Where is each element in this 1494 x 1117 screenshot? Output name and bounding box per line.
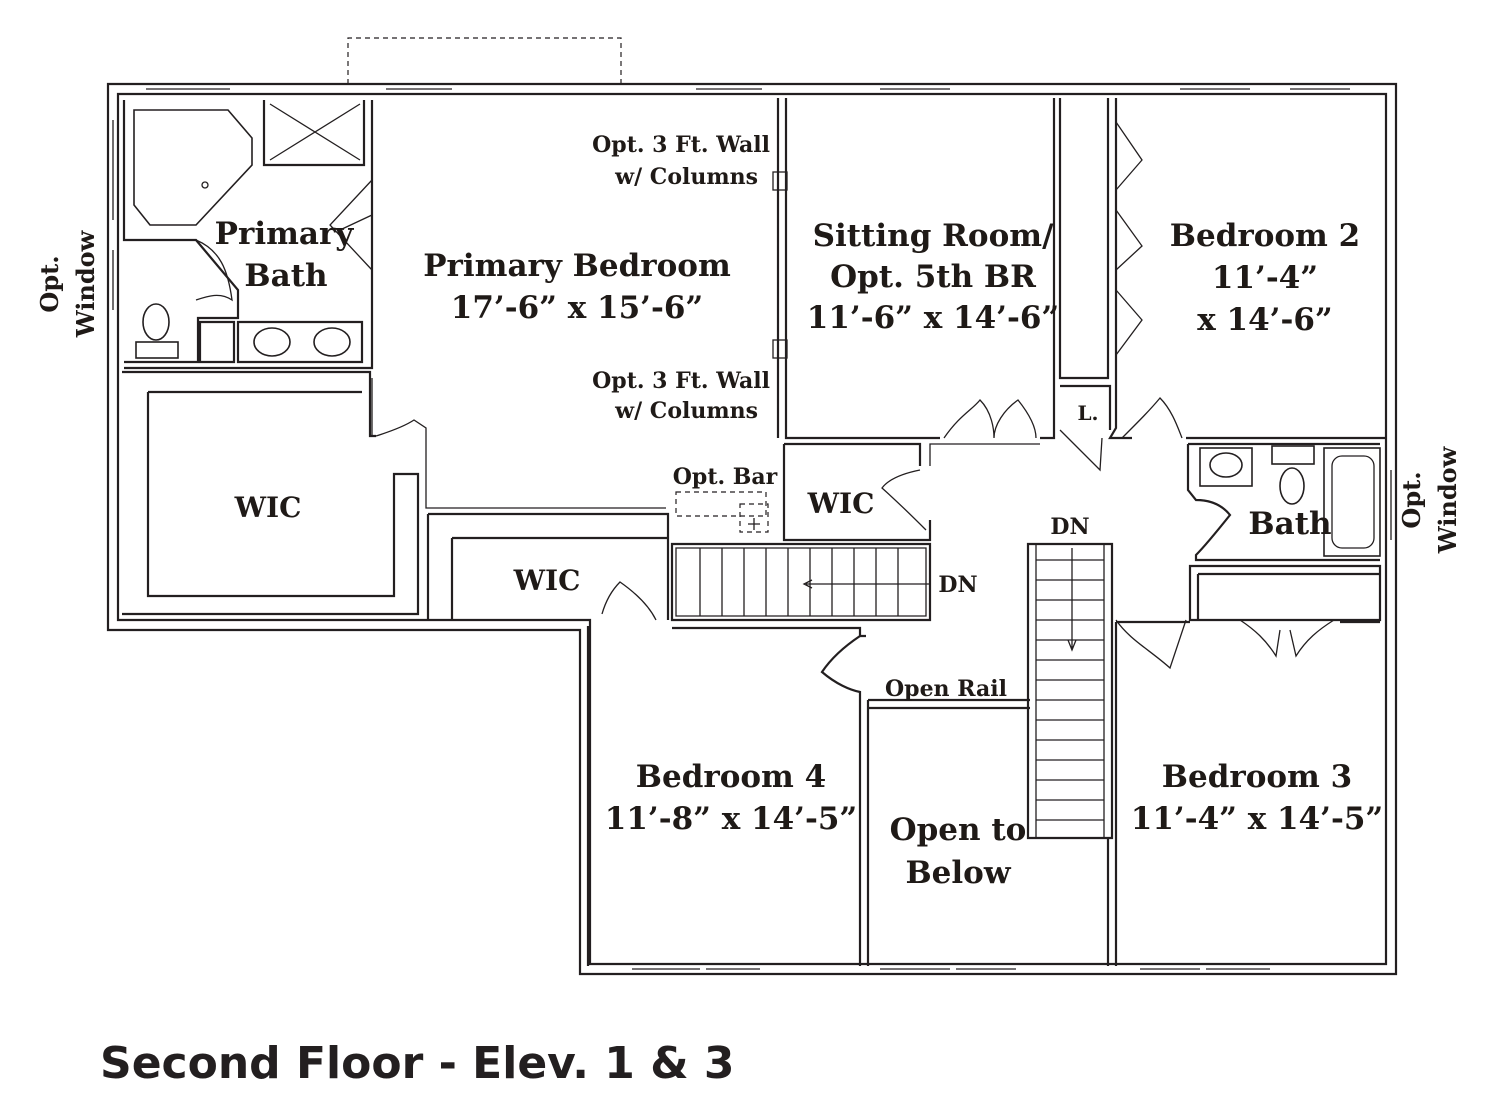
- opt-window-right-2: Window: [1433, 445, 1462, 554]
- toilet-icon: [142, 303, 170, 341]
- corner-tub: [133, 109, 253, 226]
- opt-wall-top-2: w/ Columns: [614, 164, 758, 190]
- bedroom2-label: Bedroom 2: [1170, 218, 1360, 254]
- optional-bumpout-outline: [347, 37, 622, 84]
- hall-wic-walls: [782, 442, 1040, 542]
- bath-label: Bath: [1248, 506, 1331, 542]
- opt-wall-top-1: Opt. 3 Ft. Wall: [592, 132, 770, 158]
- primary-bath-walls: [122, 100, 374, 370]
- opt-wall-bottom-2: w/ Columns: [614, 398, 758, 424]
- primary-wic-walls: [122, 370, 666, 616]
- primary-bedroom-size: 17’-6” x 15’-6”: [451, 290, 703, 326]
- opt-window-left-2: Window: [71, 229, 100, 338]
- opt-window-left-1: Opt.: [35, 255, 64, 312]
- hall-bath: [1186, 442, 1381, 562]
- floor-title: Second Floor - Elev. 1 & 3: [100, 1038, 735, 1089]
- bedroom3-label: Bedroom 3: [1162, 759, 1352, 795]
- wic-middle-label: WIC: [513, 564, 581, 597]
- bedroom2-size-1: 11’-4”: [1212, 260, 1318, 296]
- bedroom3-size: 11’-4” x 14’-5”: [1131, 801, 1383, 837]
- primary-bedroom-label: Primary Bedroom: [423, 248, 731, 284]
- sitting-room-size: 11’-6” x 14’-6”: [807, 300, 1059, 336]
- stairs-left: [670, 542, 932, 638]
- tub-drain: [201, 181, 209, 189]
- sitting-room-label-1: Sitting Room/: [813, 218, 1055, 254]
- open-to-below-label-2: Below: [905, 855, 1011, 891]
- toilet-tank: [135, 341, 179, 359]
- exterior-walls: [106, 82, 1398, 976]
- linen-label: L.: [1077, 401, 1098, 425]
- stairs-right: [1026, 542, 1114, 840]
- open-to-below-label-1: Open to: [890, 812, 1027, 848]
- optional-bar: [675, 491, 769, 533]
- wic-primary-label: WIC: [234, 491, 302, 524]
- sink-right-icon: [313, 327, 351, 357]
- dn-right-label: DN: [1050, 514, 1089, 540]
- bedroom2-size-2: x 14’-6”: [1197, 302, 1332, 338]
- bedroom4-label: Bedroom 4: [636, 759, 826, 795]
- center-walls: [772, 98, 1056, 440]
- hall-closet: [1115, 564, 1382, 670]
- middle-wic-walls: [426, 512, 670, 621]
- primary-bath-label-1: Primary: [215, 216, 355, 252]
- wic-hall-label: WIC: [807, 487, 875, 520]
- lower-room-walls: [586, 620, 1380, 966]
- sitting-room-label-2: Opt. 5th BR: [830, 259, 1036, 295]
- open-rail-label: Open Rail: [885, 676, 1007, 702]
- dn-left-label: DN: [938, 572, 977, 598]
- opt-window-right-1: Opt.: [1397, 471, 1426, 528]
- bedroom2-closet: [1058, 98, 1386, 472]
- sink-left-icon: [253, 327, 291, 357]
- opt-bar-label: Opt. Bar: [673, 464, 778, 490]
- bedroom4-size: 11’-8” x 14’-5”: [605, 801, 857, 837]
- opt-wall-bottom-1: Opt. 3 Ft. Wall: [592, 368, 770, 394]
- primary-bath-label-2: Bath: [244, 258, 327, 294]
